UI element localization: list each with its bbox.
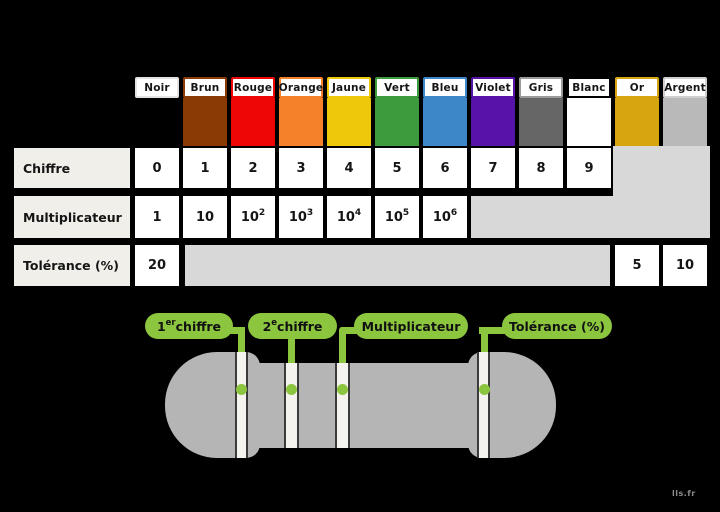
resistor-band-2 [284,363,299,448]
color-swatch-violet [471,98,515,146]
column-header-brun: Brun [183,77,227,98]
connector-elbow-4 [479,327,505,334]
empty-region-tolerance [185,245,610,286]
row-label-chiffre: Chiffre [14,148,130,188]
resistor-band-3 [335,363,350,448]
value-cell-0-6: 6 [423,148,467,188]
resistor-band-1 [235,352,248,458]
color-swatch-blanc [567,98,611,146]
value-cell-0-3: 3 [279,148,323,188]
value-cell-0-8: 8 [519,148,563,188]
value-cell-0-9: 9 [567,148,611,188]
color-swatch-gris [519,98,563,146]
connector-dot-1 [236,384,247,395]
callout-text: Tolérance (%) [509,318,605,334]
connector-elbow-1 [230,327,245,334]
value-cell-0-0: 0 [135,148,179,188]
column-header-jaune: Jaune [327,77,371,98]
value-cell-0-1: 1 [183,148,227,188]
value-cell-2-10: 5 [615,245,659,286]
value-cell-2-0: 20 [135,245,179,286]
column-header-orange: Orange [279,77,323,98]
callout-text: 2 [262,318,272,334]
connector-dot-4 [479,384,490,395]
column-header-gris: Gris [519,77,563,98]
color-swatch-brun [183,98,227,146]
column-header-violet: Violet [471,77,515,98]
color-swatch-noir [135,98,179,146]
connector-line-3 [339,327,346,390]
color-swatch-or [615,98,659,146]
row-label-multiplicateur: Multiplicateur [14,196,130,238]
connector-dot-2 [286,384,297,395]
value-cell-0-4: 4 [327,148,371,188]
empty-region-or-argent [613,146,710,238]
column-header-or: Or [615,77,659,98]
watermark: lls.fr [672,489,696,498]
column-header-vert: Vert [375,77,419,98]
color-swatch-orange [279,98,323,146]
column-header-noir: Noir [135,77,179,98]
column-header-rouge: Rouge [231,77,275,98]
column-header-blanc: Blanc [567,77,611,98]
row-label-tolerance: Tolérance (%) [14,245,130,286]
value-cell-1-0: 1 [135,196,179,238]
empty-region-multiplicateur [471,196,613,238]
callout-text: 1 [156,318,166,334]
color-swatch-argent [663,98,707,146]
resistor-band-4 [477,352,490,458]
connector-dot-3 [337,384,348,395]
value-cell-1-1: 10 [183,196,227,238]
color-swatch-bleu [423,98,467,146]
color-swatch-vert [375,98,419,146]
value-cell-0-2: 2 [231,148,275,188]
callout-text: Multiplicateur [361,318,461,334]
value-cell-2-11: 10 [663,245,707,286]
value-cell-0-7: 7 [471,148,515,188]
color-swatch-rouge [231,98,275,146]
column-header-bleu: Bleu [423,77,467,98]
callout-multiplier: Multiplicateur [354,313,468,339]
color-swatch-jaune [327,98,371,146]
callout-tolerance: Tolérance (%) [502,313,612,339]
connector-elbow-3 [341,327,357,334]
column-header-argent: Argent [663,77,707,98]
value-cell-0-5: 5 [375,148,419,188]
